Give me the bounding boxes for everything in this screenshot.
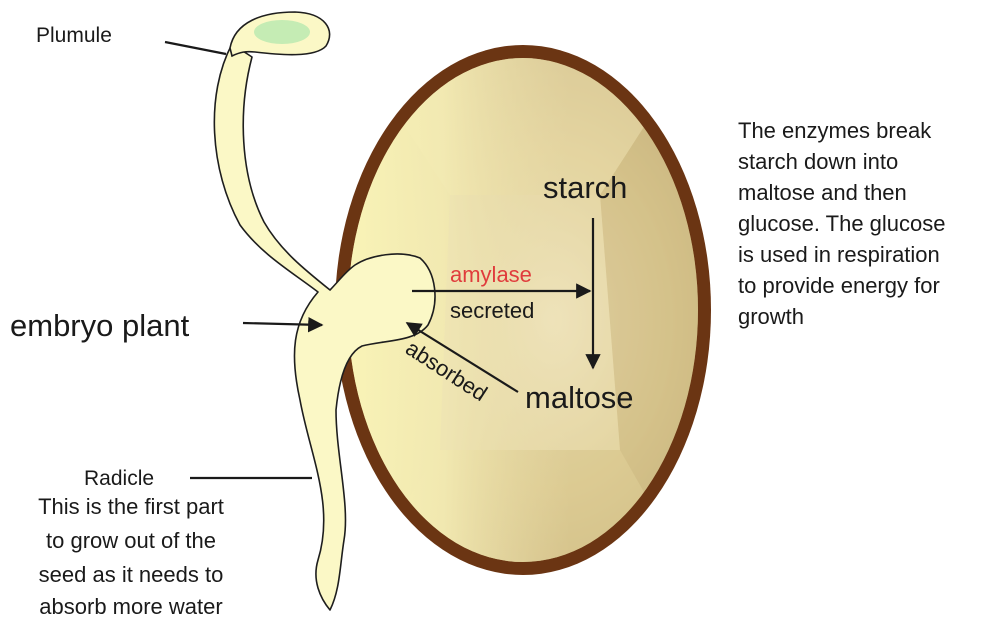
radicle-note-line: seed as it needs to — [39, 562, 224, 587]
radicle-note: This is the first part to grow out of th… — [38, 494, 224, 617]
plumule-leaf-tip — [254, 20, 310, 44]
plumule-pointer — [165, 42, 226, 54]
enzyme-note-line: growth — [738, 304, 804, 329]
enzyme-note-line: is used in respiration — [738, 242, 940, 267]
radicle-note-line: to grow out of the — [46, 528, 216, 553]
starch-label: starch — [543, 170, 627, 205]
radicle-note-line: absorb more water — [39, 594, 222, 617]
enzyme-note-line: The enzymes break — [738, 118, 932, 143]
enzyme-note-line: starch down into — [738, 149, 898, 174]
enzyme-note: The enzymes break starch down into malto… — [738, 118, 946, 329]
enzyme-note-line: maltose and then — [738, 180, 907, 205]
amylase-label: amylase — [450, 262, 532, 287]
plumule-label: Plumule — [36, 24, 112, 47]
secreted-label: secreted — [450, 298, 534, 323]
maltose-label: maltose — [525, 380, 634, 415]
radicle-note-line: This is the first part — [38, 494, 224, 519]
radicle-label: Radicle — [84, 467, 154, 490]
embryo-seedling — [214, 12, 435, 610]
embryo-plant-label: embryo plant — [10, 308, 190, 343]
enzyme-note-line: glucose. The glucose — [738, 211, 946, 236]
enzyme-note-line: to provide energy for — [738, 273, 940, 298]
